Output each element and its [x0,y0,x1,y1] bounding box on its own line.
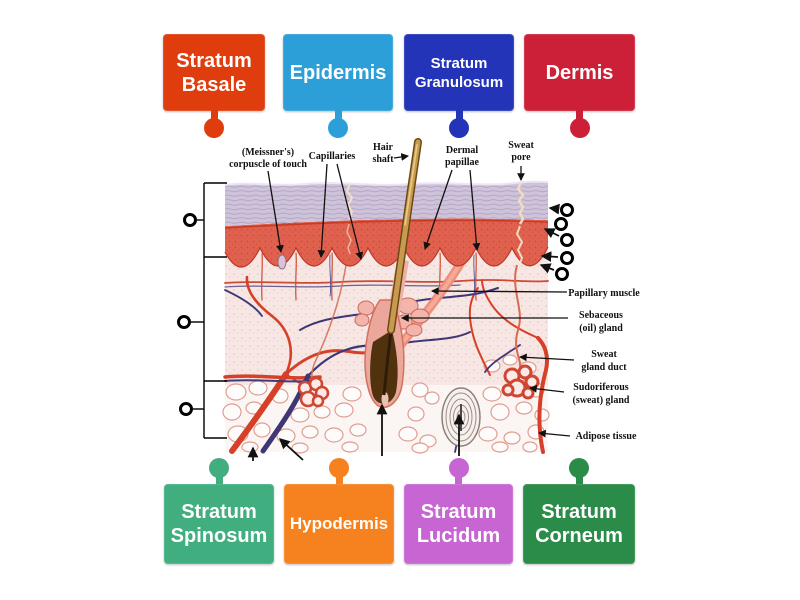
annotation-sudoriferous-2: (sweat) gland [573,395,630,406]
card-label: Lucidum [416,525,501,547]
pin-stem [215,475,223,484]
card-box: Stratum Basale [163,34,265,111]
annotation-dermal-papillae-2: papillae [445,157,479,168]
card-hypodermis[interactable]: Hypodermis [284,458,394,564]
pin-stem [210,110,218,120]
meissner-corpuscle [277,254,287,270]
adipose-lobules [222,354,550,454]
card-label: Hypodermis [289,514,389,533]
pointer-arrows [247,203,560,461]
drop-target-stratum-lucidum[interactable] [554,217,568,231]
pin-knob [569,118,590,138]
annotation-sudoriferous: Sudoriferous [573,382,628,393]
annotation-meissner: (Meissner's) [242,147,294,158]
annotation-dermal-papillae: Dermal [446,145,478,156]
pacinian-corpuscle [441,387,481,447]
card-label: Stratum [181,501,257,523]
epidermis-layers [224,180,549,270]
card-stratum-spinosum[interactable]: Stratum Spinosum [164,458,274,564]
card-label: Stratum [176,49,252,72]
annotation-sweat-duct: Sweat [591,349,617,360]
card-dermis[interactable]: Dermis [524,34,635,138]
annotation-sebaceous: Sebaceous [579,310,623,321]
card-box: Stratum Granulosum [404,34,514,111]
card-box: Stratum Lucidum [404,484,513,564]
pin-knob [209,458,229,478]
annotation-meissner-2: corpuscle of touch [229,159,307,170]
drop-target-stratum-granulosum[interactable] [560,233,574,247]
annotation-leaders [267,153,575,438]
pin-knob [329,458,349,478]
card-label: Corneum [535,525,623,547]
card-stratum-corneum[interactable]: Stratum Corneum [523,458,635,564]
annotation-hair-shaft-2: shaft [372,154,394,165]
card-label: Basale [181,73,247,96]
card-label: Dermis [545,61,614,84]
card-label: Epidermis [289,61,387,84]
pin-stem [335,475,343,484]
card-label: Stratum [541,501,617,523]
card-stratum-granulosum[interactable]: Stratum Granulosum [404,34,514,138]
annotation-sweat-duct-2: gland duct [581,362,627,373]
pin-knob [449,118,469,138]
card-box: Stratum Spinosum [164,484,274,564]
sweat-glands [297,249,540,408]
annotation-adipose: Adipose tissue [576,431,637,442]
card-box: Hypodermis [284,484,394,564]
card-epidermis[interactable]: Epidermis [283,34,393,138]
drop-target-epidermis[interactable] [183,213,197,227]
card-label: Granulosum [414,73,504,91]
pin-stem [455,110,463,120]
annotations: (Meissner's) corpuscle of touch Capillar… [229,140,640,442]
pin-knob [448,458,469,478]
annotation-hair-shaft: Hair [373,142,394,153]
card-box: Stratum Corneum [523,484,635,564]
card-stratum-lucidum[interactable]: Stratum Lucidum [404,458,513,564]
annotation-sweat-pore-2: pore [511,152,531,163]
annotation-sweat-pore: Sweat [508,140,534,151]
hair-shaft [387,138,422,334]
pin-stem [334,110,342,120]
card-label: Stratum [430,54,488,72]
pin-knob [204,118,224,138]
drop-target-dermis[interactable] [177,315,191,329]
drop-target-hypodermis[interactable] [179,402,193,416]
layer-bracket [191,182,227,439]
pin-stem [576,110,583,120]
card-box: Epidermis [283,34,393,111]
annotation-sebaceous-2: (oil) gland [579,323,623,334]
hypodermis-layer [222,354,550,454]
pin-stem [455,475,462,484]
drop-target-stratum-corneum[interactable] [560,203,574,217]
card-box: Dermis [524,34,635,111]
arrector-pili-muscle [396,256,467,349]
pin-knob [328,118,348,138]
card-label: Spinosum [170,525,268,547]
annotation-papillary-muscle: Papillary muscle [568,288,640,299]
card-stratum-basale[interactable]: Stratum Basale [163,34,265,138]
drop-target-stratum-spinosum[interactable] [560,251,574,265]
pin-stem [575,475,583,484]
pin-knob [569,458,589,478]
sebaceous-gland [354,297,430,337]
drop-target-stratum-basale[interactable] [555,267,569,281]
annotation-capillaries: Capillaries [309,151,356,162]
card-label: Stratum [420,501,497,523]
